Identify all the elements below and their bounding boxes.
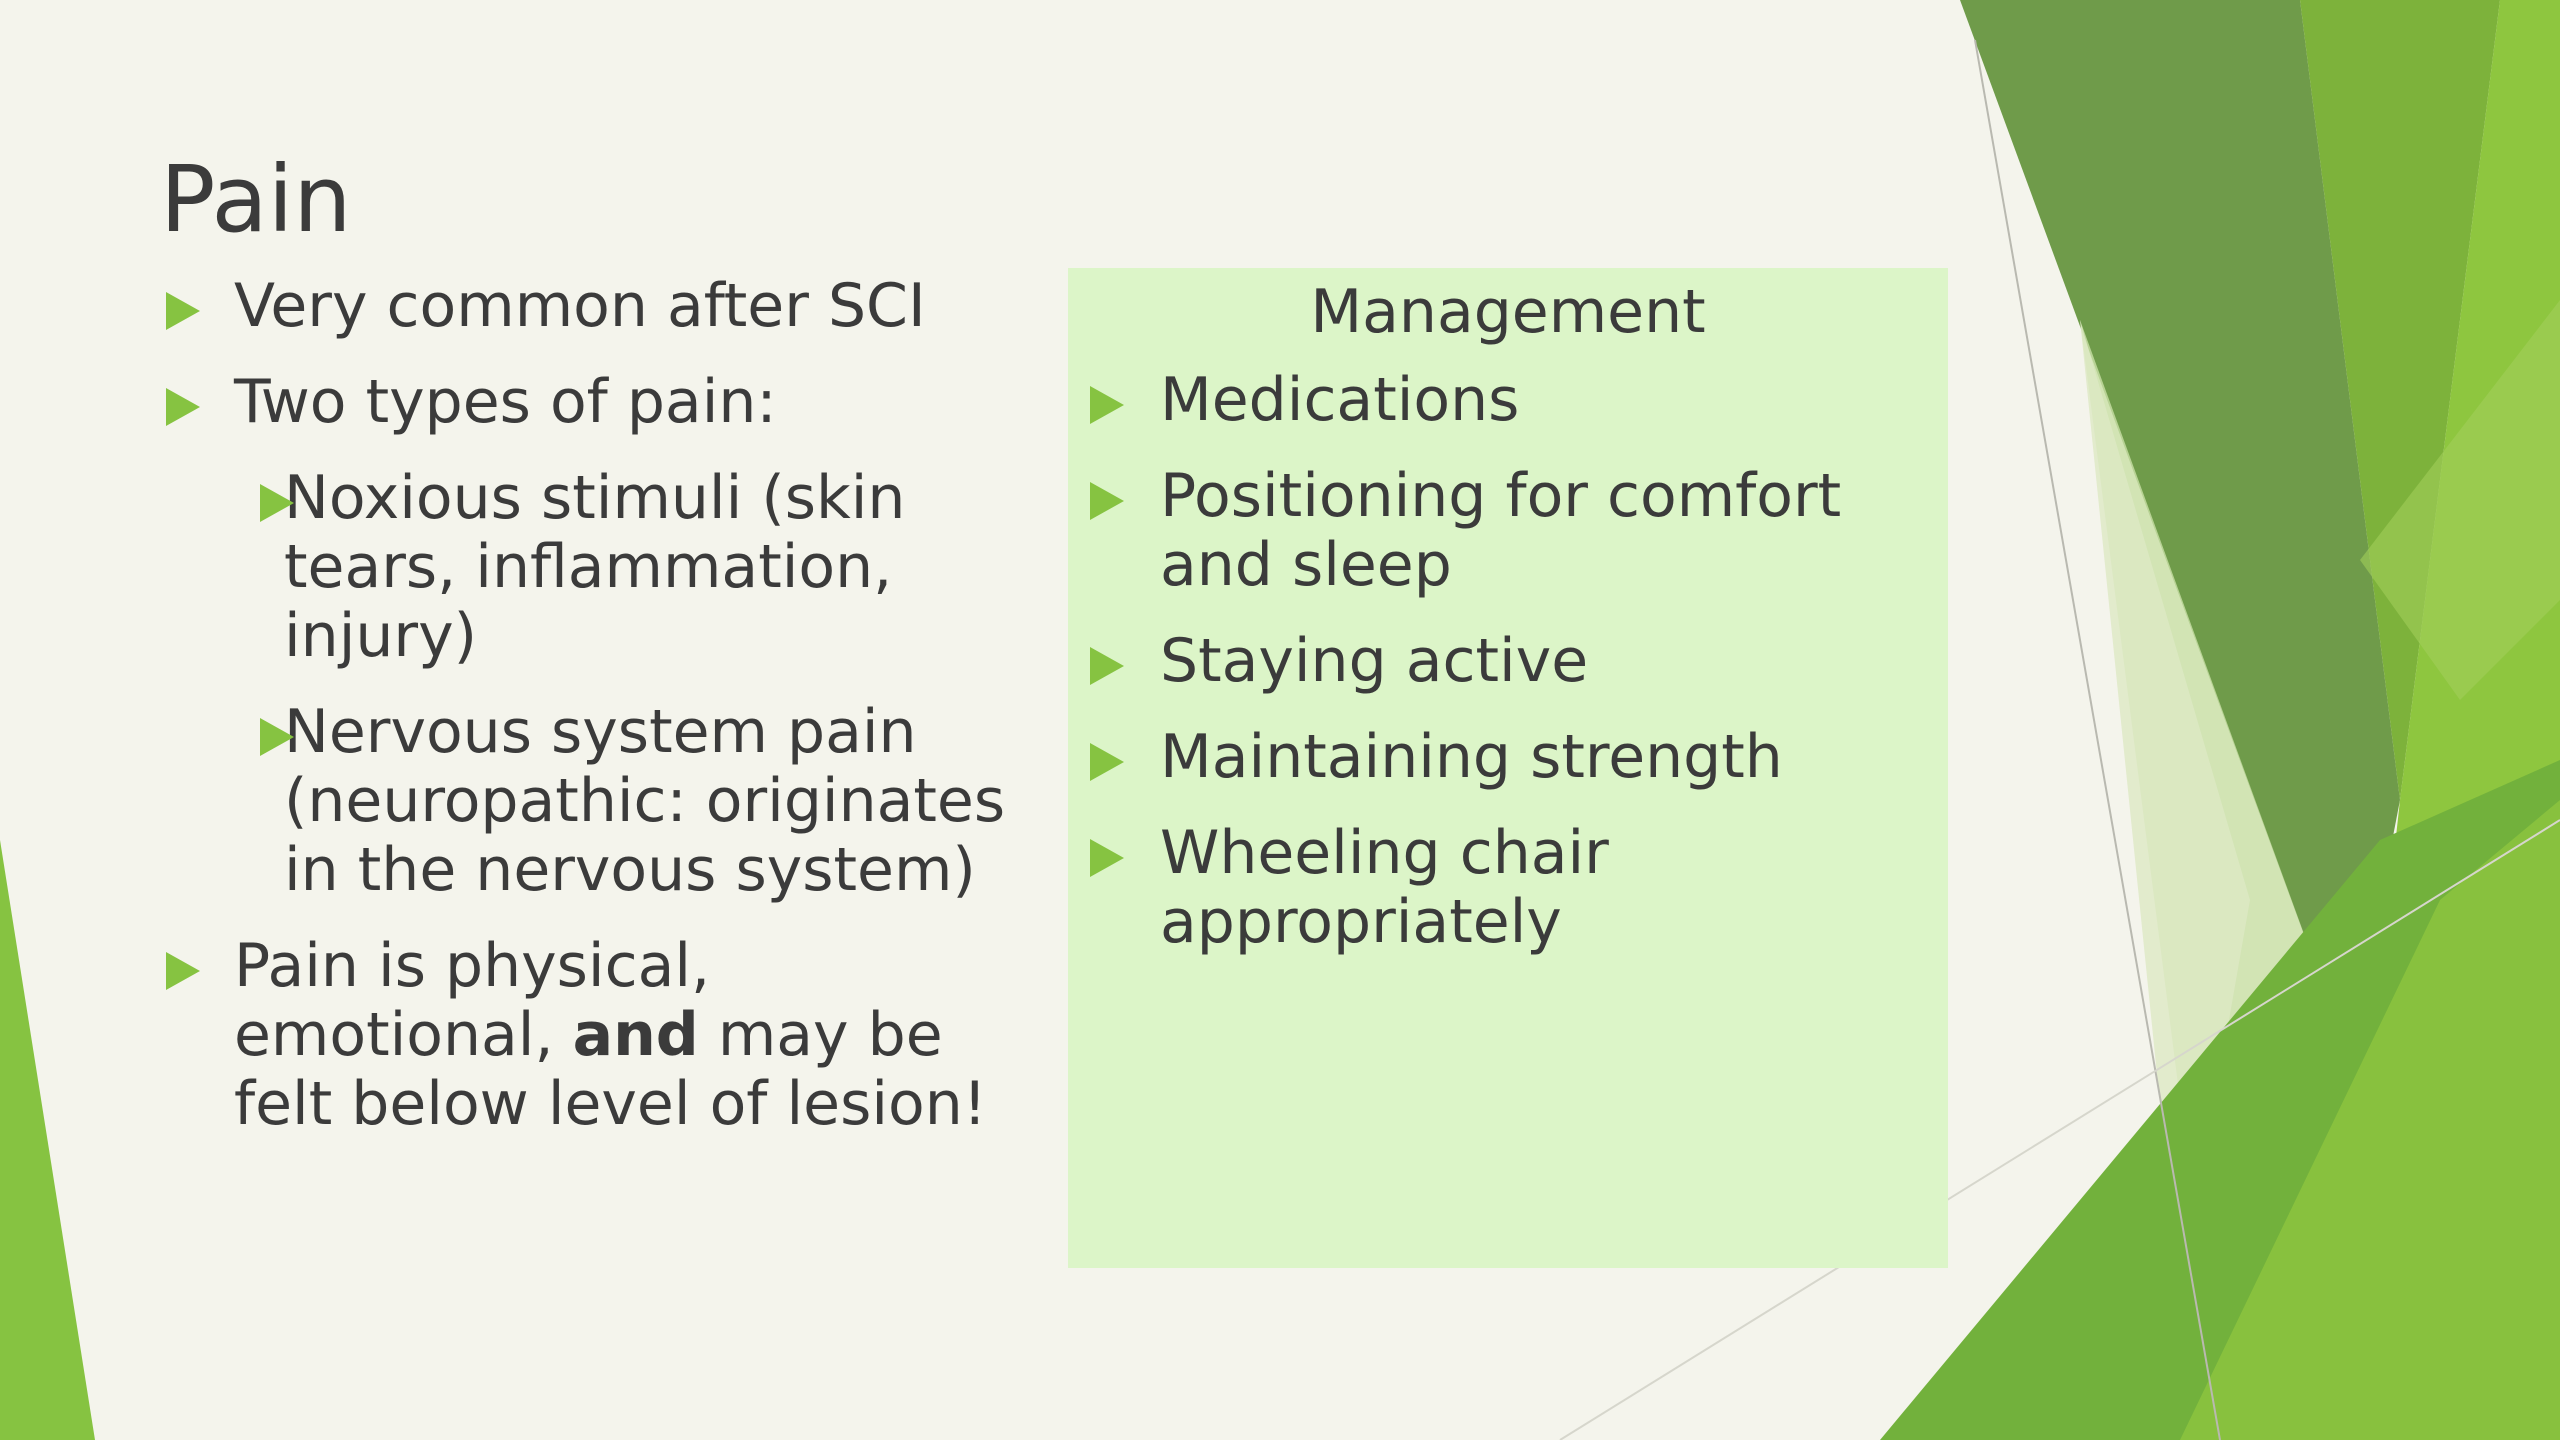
triangle-bullet-icon bbox=[166, 292, 200, 330]
triangle-bullet-icon bbox=[1090, 839, 1124, 877]
bullet-text: Very common after SCI bbox=[234, 271, 926, 341]
management-item-text: Wheeling chair appropriately bbox=[1160, 818, 1609, 957]
triangle-bullet-icon bbox=[260, 718, 294, 756]
bullet-text-bold: and bbox=[572, 1000, 699, 1070]
management-item: Wheeling chair appropriately bbox=[1068, 819, 1948, 957]
management-box: Management Medications Positioning for c… bbox=[1068, 268, 1948, 1268]
facet-thin-line-2 bbox=[1559, 819, 2560, 1440]
sub-bullet-list: Noxious stimuli (skin tears, inflammatio… bbox=[234, 464, 1020, 905]
facet-left-green bbox=[0, 840, 95, 1440]
triangle-bullet-icon bbox=[1090, 647, 1124, 685]
sub-bullet-text: Nervous system pain (neuropathic: origin… bbox=[284, 697, 1006, 905]
management-item: Staying active bbox=[1068, 627, 1948, 696]
facet-dark-green bbox=[1960, 0, 2400, 1060]
facet-thin-line bbox=[1974, 39, 2221, 1440]
bullet-text-rest: may be felt below level of lesion! bbox=[234, 1000, 987, 1139]
slide-title: Pain bbox=[160, 146, 352, 253]
facet-mid-green bbox=[2300, 0, 2500, 800]
triangle-bullet-icon bbox=[1090, 743, 1124, 781]
management-item: Positioning for comfort and sleep bbox=[1068, 462, 1948, 600]
management-heading: Management bbox=[1310, 277, 1706, 347]
sub-bullet-text: Noxious stimuli (skin tears, inflammatio… bbox=[284, 463, 906, 671]
management-item-text: Staying active bbox=[1160, 626, 1589, 696]
management-item-text: Medications bbox=[1160, 365, 1520, 435]
bullet-item: Two types of pain: Noxious stimuli (skin… bbox=[160, 368, 1020, 905]
sub-bullet-item: Noxious stimuli (skin tears, inflammatio… bbox=[160, 464, 1020, 671]
main-bullet-list: Very common after SCI Two types of pain:… bbox=[160, 272, 1020, 1166]
triangle-bullet-icon bbox=[1090, 482, 1124, 520]
bullet-item: Very common after SCI bbox=[160, 272, 1020, 341]
facet-upper-bright bbox=[2360, 300, 2560, 700]
triangle-bullet-icon bbox=[166, 952, 200, 990]
triangle-bullet-icon bbox=[166, 388, 200, 426]
management-item-text: Positioning for comfort and sleep bbox=[1160, 461, 1842, 600]
sub-bullet-item: Nervous system pain (neuropathic: origin… bbox=[160, 698, 1020, 905]
triangle-bullet-icon bbox=[260, 484, 294, 522]
management-list: Medications Positioning for comfort and … bbox=[1068, 366, 1948, 957]
management-item-text: Maintaining strength bbox=[1160, 722, 1783, 792]
bullet-text-start: Pain is physical, emotional, bbox=[234, 931, 711, 1070]
management-item: Medications bbox=[1068, 366, 1948, 435]
facet-lower-bright bbox=[2180, 800, 2560, 1440]
triangle-bullet-icon bbox=[1090, 386, 1124, 424]
management-item: Maintaining strength bbox=[1068, 723, 1948, 792]
bullet-item: Pain is physical, emotional, and may be … bbox=[160, 932, 1020, 1139]
bullet-text: Pain is physical, emotional, and may be … bbox=[234, 931, 987, 1139]
bullet-text: Two types of pain: bbox=[234, 367, 777, 437]
